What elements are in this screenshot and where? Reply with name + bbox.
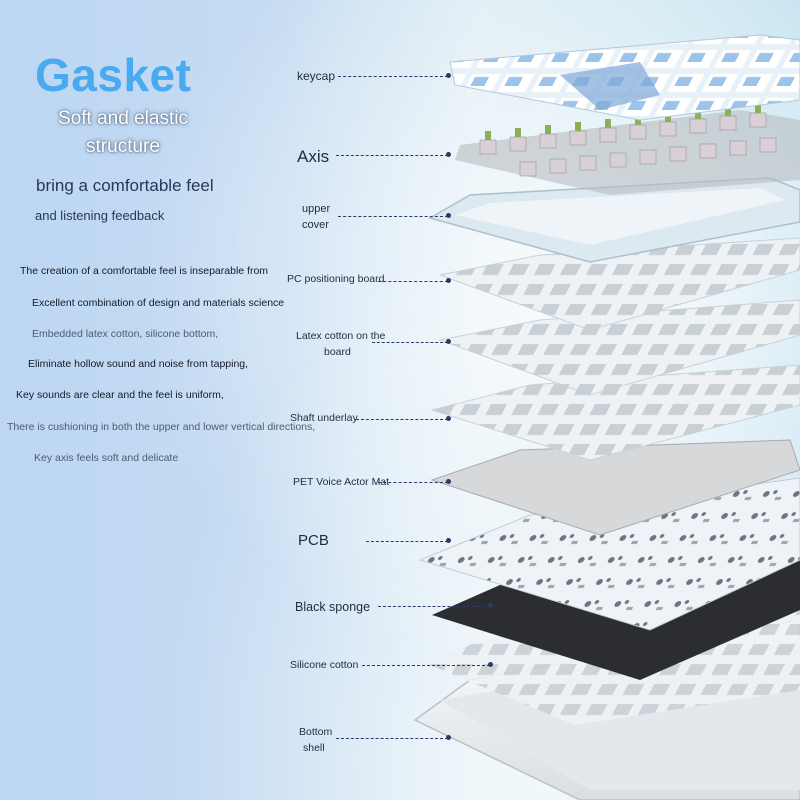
axis-switch-layer — [455, 104, 800, 195]
label-pc-board: PC positioning board — [287, 273, 385, 285]
leader-latex-cotton — [372, 342, 448, 343]
leader-black-sponge — [378, 606, 490, 607]
upper-cover-layer — [428, 177, 800, 263]
leader-dot-pet-mat — [446, 479, 451, 484]
leader-dot-silicone-cotton — [488, 662, 493, 667]
leader-dot-pcb — [446, 538, 451, 543]
label-bottom-shell-1: Bottom — [299, 726, 333, 738]
leader-dot-keycap — [446, 73, 451, 78]
description-line-6: There is cushioning in both the upper an… — [7, 421, 316, 433]
description-line-4: Eliminate hollow sound and noise from ta… — [28, 358, 249, 370]
leader-dot-axis — [446, 152, 451, 157]
description-line-2: Excellent combination of design and mate… — [32, 297, 285, 309]
leader-dot-latex-cotton — [446, 339, 451, 344]
label-latex-cotton-1: Latex cotton on the — [296, 330, 386, 342]
leader-axis — [336, 155, 448, 156]
keycap-layer — [449, 34, 800, 121]
pet-mat-layer — [430, 439, 800, 536]
leader-upper-cover — [338, 216, 448, 217]
leader-keycap — [338, 76, 448, 77]
description-line-7: Key axis feels soft and delicate — [34, 452, 179, 464]
leader-dot-upper-cover — [446, 213, 451, 218]
subtitle-line-2: structure — [86, 136, 160, 157]
leader-dot-pc-board — [446, 278, 451, 283]
label-shaft-underlay: Shaft underlay — [290, 412, 358, 424]
label-pet-mat: PET Voice Actor Mat — [293, 476, 390, 488]
shaft-underlay-layer — [430, 364, 800, 461]
leader-bottom-shell — [336, 738, 448, 739]
tagline-secondary: and listening feedback — [35, 208, 165, 223]
leader-dot-bottom-shell — [446, 735, 451, 740]
leader-pcb — [366, 541, 448, 542]
label-axis: Axis — [297, 147, 330, 166]
label-black-sponge: Black sponge — [295, 600, 371, 614]
leader-pc-board — [378, 281, 448, 282]
leader-shaft-underlay — [356, 419, 448, 420]
description-line-3: Embedded latex cotton, silicone bottom, — [32, 328, 219, 340]
label-latex-cotton-2: board — [324, 346, 351, 358]
label-bottom-shell-2: shell — [303, 742, 325, 754]
tagline: bring a comfortable feel — [36, 176, 214, 195]
label-pcb: PCB — [298, 532, 329, 549]
label-silicone-cotton: Silicone cotton — [290, 659, 359, 671]
label-keycap: keycap — [297, 69, 336, 83]
leader-silicone-cotton — [362, 665, 490, 666]
page-title: Gasket — [35, 49, 192, 101]
label-upper-cover-2: cover — [302, 219, 329, 231]
label-upper-cover-1: upper — [302, 203, 331, 215]
description-line-1: The creation of a comfortable feel is in… — [20, 265, 269, 277]
subtitle-line-1: Soft and elastic — [58, 108, 188, 129]
pc-board-layer — [438, 237, 800, 331]
leader-dot-black-sponge — [488, 603, 493, 608]
leader-dot-shaft-underlay — [446, 416, 451, 421]
latex-cotton-layer — [438, 299, 800, 396]
leader-pet-mat — [378, 482, 448, 483]
description-line-5: Key sounds are clear and the feel is uni… — [16, 389, 224, 401]
